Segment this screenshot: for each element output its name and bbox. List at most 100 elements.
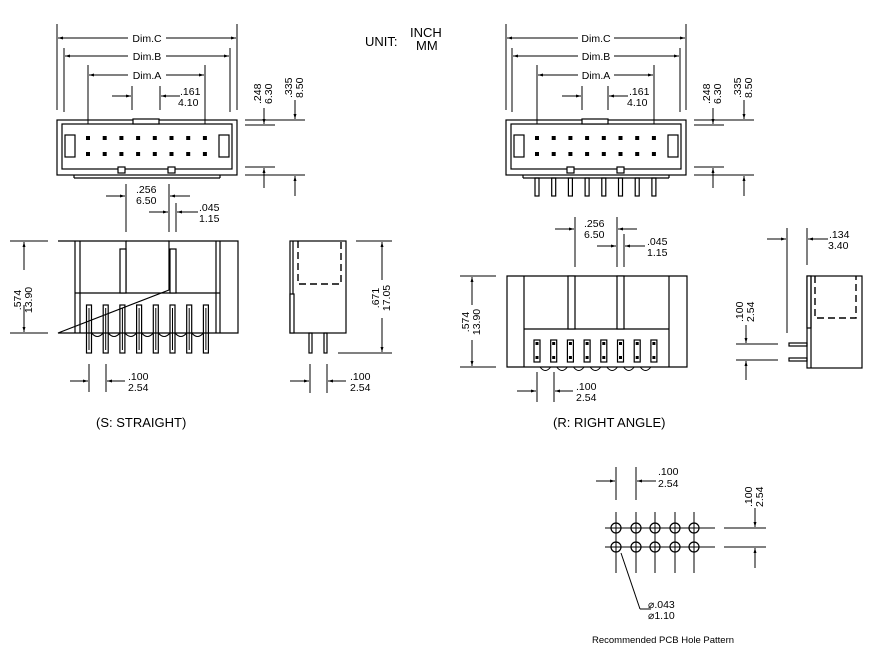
ra-pin-pitch-mm: 2.54 bbox=[576, 392, 597, 404]
pin-square bbox=[186, 152, 191, 156]
pin-square bbox=[601, 136, 606, 140]
pin-row bbox=[85, 304, 209, 354]
pcb-hole-grid bbox=[605, 512, 715, 573]
pin-square bbox=[86, 136, 90, 140]
ra-side-pitch-mm: 2.54 bbox=[745, 301, 757, 322]
ra-body-height-inch: .574 bbox=[460, 312, 472, 333]
pcb-hole bbox=[669, 522, 681, 534]
side-pin-pitch-inch: .100 bbox=[350, 371, 371, 383]
pin-grid bbox=[86, 136, 207, 156]
ra-key-width-mm: 4.10 bbox=[627, 97, 648, 109]
key-width-mm: 4.10 bbox=[178, 97, 199, 109]
pin-pitch-mm: 2.54 bbox=[128, 382, 149, 394]
pin-square bbox=[618, 136, 623, 140]
pin-square bbox=[551, 152, 556, 156]
pin-square bbox=[651, 152, 656, 156]
pin-standoff bbox=[124, 332, 137, 337]
ra-latch-pitch-mm: 6.50 bbox=[584, 229, 605, 241]
pin-standoff bbox=[141, 332, 154, 337]
ra-dim-b-label: Dim.B bbox=[582, 51, 611, 63]
pin-standoff bbox=[157, 332, 171, 337]
outer-height-mm: 8.50 bbox=[294, 77, 306, 98]
pcb-hole bbox=[630, 541, 642, 553]
pin-square bbox=[551, 136, 556, 140]
latch-pitch-mm: 6.50 bbox=[136, 195, 157, 207]
pin-leg bbox=[634, 177, 640, 197]
dim-b-label: Dim.B bbox=[133, 51, 162, 63]
pin bbox=[533, 339, 541, 363]
pin-dot bbox=[535, 342, 539, 345]
pin-square bbox=[618, 152, 623, 156]
pin-dot bbox=[602, 356, 606, 359]
latch-width-inch: .045 bbox=[199, 202, 220, 214]
pin-standoff bbox=[606, 366, 618, 371]
hole-dia-mm: ⌀1.10 bbox=[648, 610, 675, 622]
pin-leg bbox=[551, 177, 557, 197]
latch-width-mm: 1.15 bbox=[199, 213, 220, 225]
pcb-caption: Recommended PCB Hole Pattern bbox=[592, 635, 734, 646]
key-width-inch: .161 bbox=[180, 86, 201, 98]
pin-dot bbox=[585, 356, 589, 359]
ra-pin-legs bbox=[534, 177, 657, 197]
side-pin-pitch-mm: 2.54 bbox=[350, 382, 371, 394]
unit-primary: INCH bbox=[410, 25, 442, 40]
total-height-inch: .671 bbox=[370, 288, 382, 309]
right-angle-side-view: .134 3.40 .100 2.54 bbox=[734, 228, 863, 380]
ra-latch-width-mm: 1.15 bbox=[647, 247, 668, 259]
unit-secondary: MM bbox=[416, 38, 438, 53]
pin bbox=[550, 339, 558, 363]
straight-caption: (S: STRAIGHT) bbox=[96, 415, 186, 430]
pin-square bbox=[169, 136, 174, 140]
unit-label: UNIT: bbox=[365, 34, 398, 49]
pin bbox=[566, 339, 575, 363]
pin-square bbox=[152, 152, 157, 156]
pin-standoff bbox=[539, 366, 552, 371]
right-angle-top-view: Dim.C Dim.B Dim.A .161 4.10 .248 6.3 bbox=[505, 24, 755, 197]
pin-standoff bbox=[573, 366, 585, 371]
pin-leg bbox=[601, 177, 607, 197]
ra-dim-a-label: Dim.A bbox=[582, 70, 611, 82]
pin-standoff bbox=[556, 366, 568, 371]
straight-side-view: .671 17.05 .100 2.54 bbox=[289, 240, 393, 394]
pin-standoff bbox=[191, 332, 204, 337]
pcb-hole bbox=[649, 541, 661, 553]
pin bbox=[136, 304, 143, 354]
pin-square bbox=[86, 152, 90, 156]
pcb-v-pitch-inch: .100 bbox=[743, 486, 755, 507]
ra-side-pitch-inch: .100 bbox=[734, 301, 746, 322]
ra-latch-pitch-inch: .256 bbox=[584, 218, 605, 230]
pin-leg bbox=[617, 177, 624, 197]
straight-top-view: Dim.C Dim.B Dim.A .161 4.10 bbox=[56, 24, 306, 196]
ra-outer-height-mm: 8.50 bbox=[743, 77, 755, 98]
ra-pin-grid bbox=[535, 136, 656, 156]
ra-pin-offset-mm: 3.40 bbox=[828, 240, 849, 252]
pin-square bbox=[535, 136, 539, 140]
pcb-hole bbox=[630, 522, 642, 534]
pin bbox=[583, 339, 591, 363]
pin bbox=[186, 304, 193, 354]
pin bbox=[202, 304, 209, 354]
pin-dot bbox=[652, 342, 656, 345]
pin-dot bbox=[552, 356, 556, 359]
pin-square bbox=[568, 136, 573, 140]
pcb-h-pitch-inch: .100 bbox=[658, 466, 679, 478]
ra-inner-height-mm: 6.30 bbox=[712, 83, 724, 104]
pin-leg bbox=[567, 177, 574, 197]
pin-leg bbox=[651, 177, 657, 197]
pin bbox=[600, 339, 608, 363]
pin-square bbox=[635, 152, 640, 156]
pcb-hole bbox=[610, 522, 622, 534]
pin-square bbox=[186, 136, 191, 140]
pin-standoff bbox=[174, 332, 188, 337]
pin bbox=[119, 304, 126, 354]
pin-square bbox=[601, 152, 606, 156]
pin-square bbox=[102, 152, 107, 156]
pin-standoff bbox=[589, 366, 602, 371]
ra-latch-width-inch: .045 bbox=[647, 236, 668, 248]
pin bbox=[169, 304, 176, 354]
pin-standoff bbox=[639, 366, 652, 371]
pcb-hole bbox=[610, 541, 622, 553]
pcb-hole bbox=[649, 522, 661, 534]
pin-square bbox=[585, 152, 590, 156]
